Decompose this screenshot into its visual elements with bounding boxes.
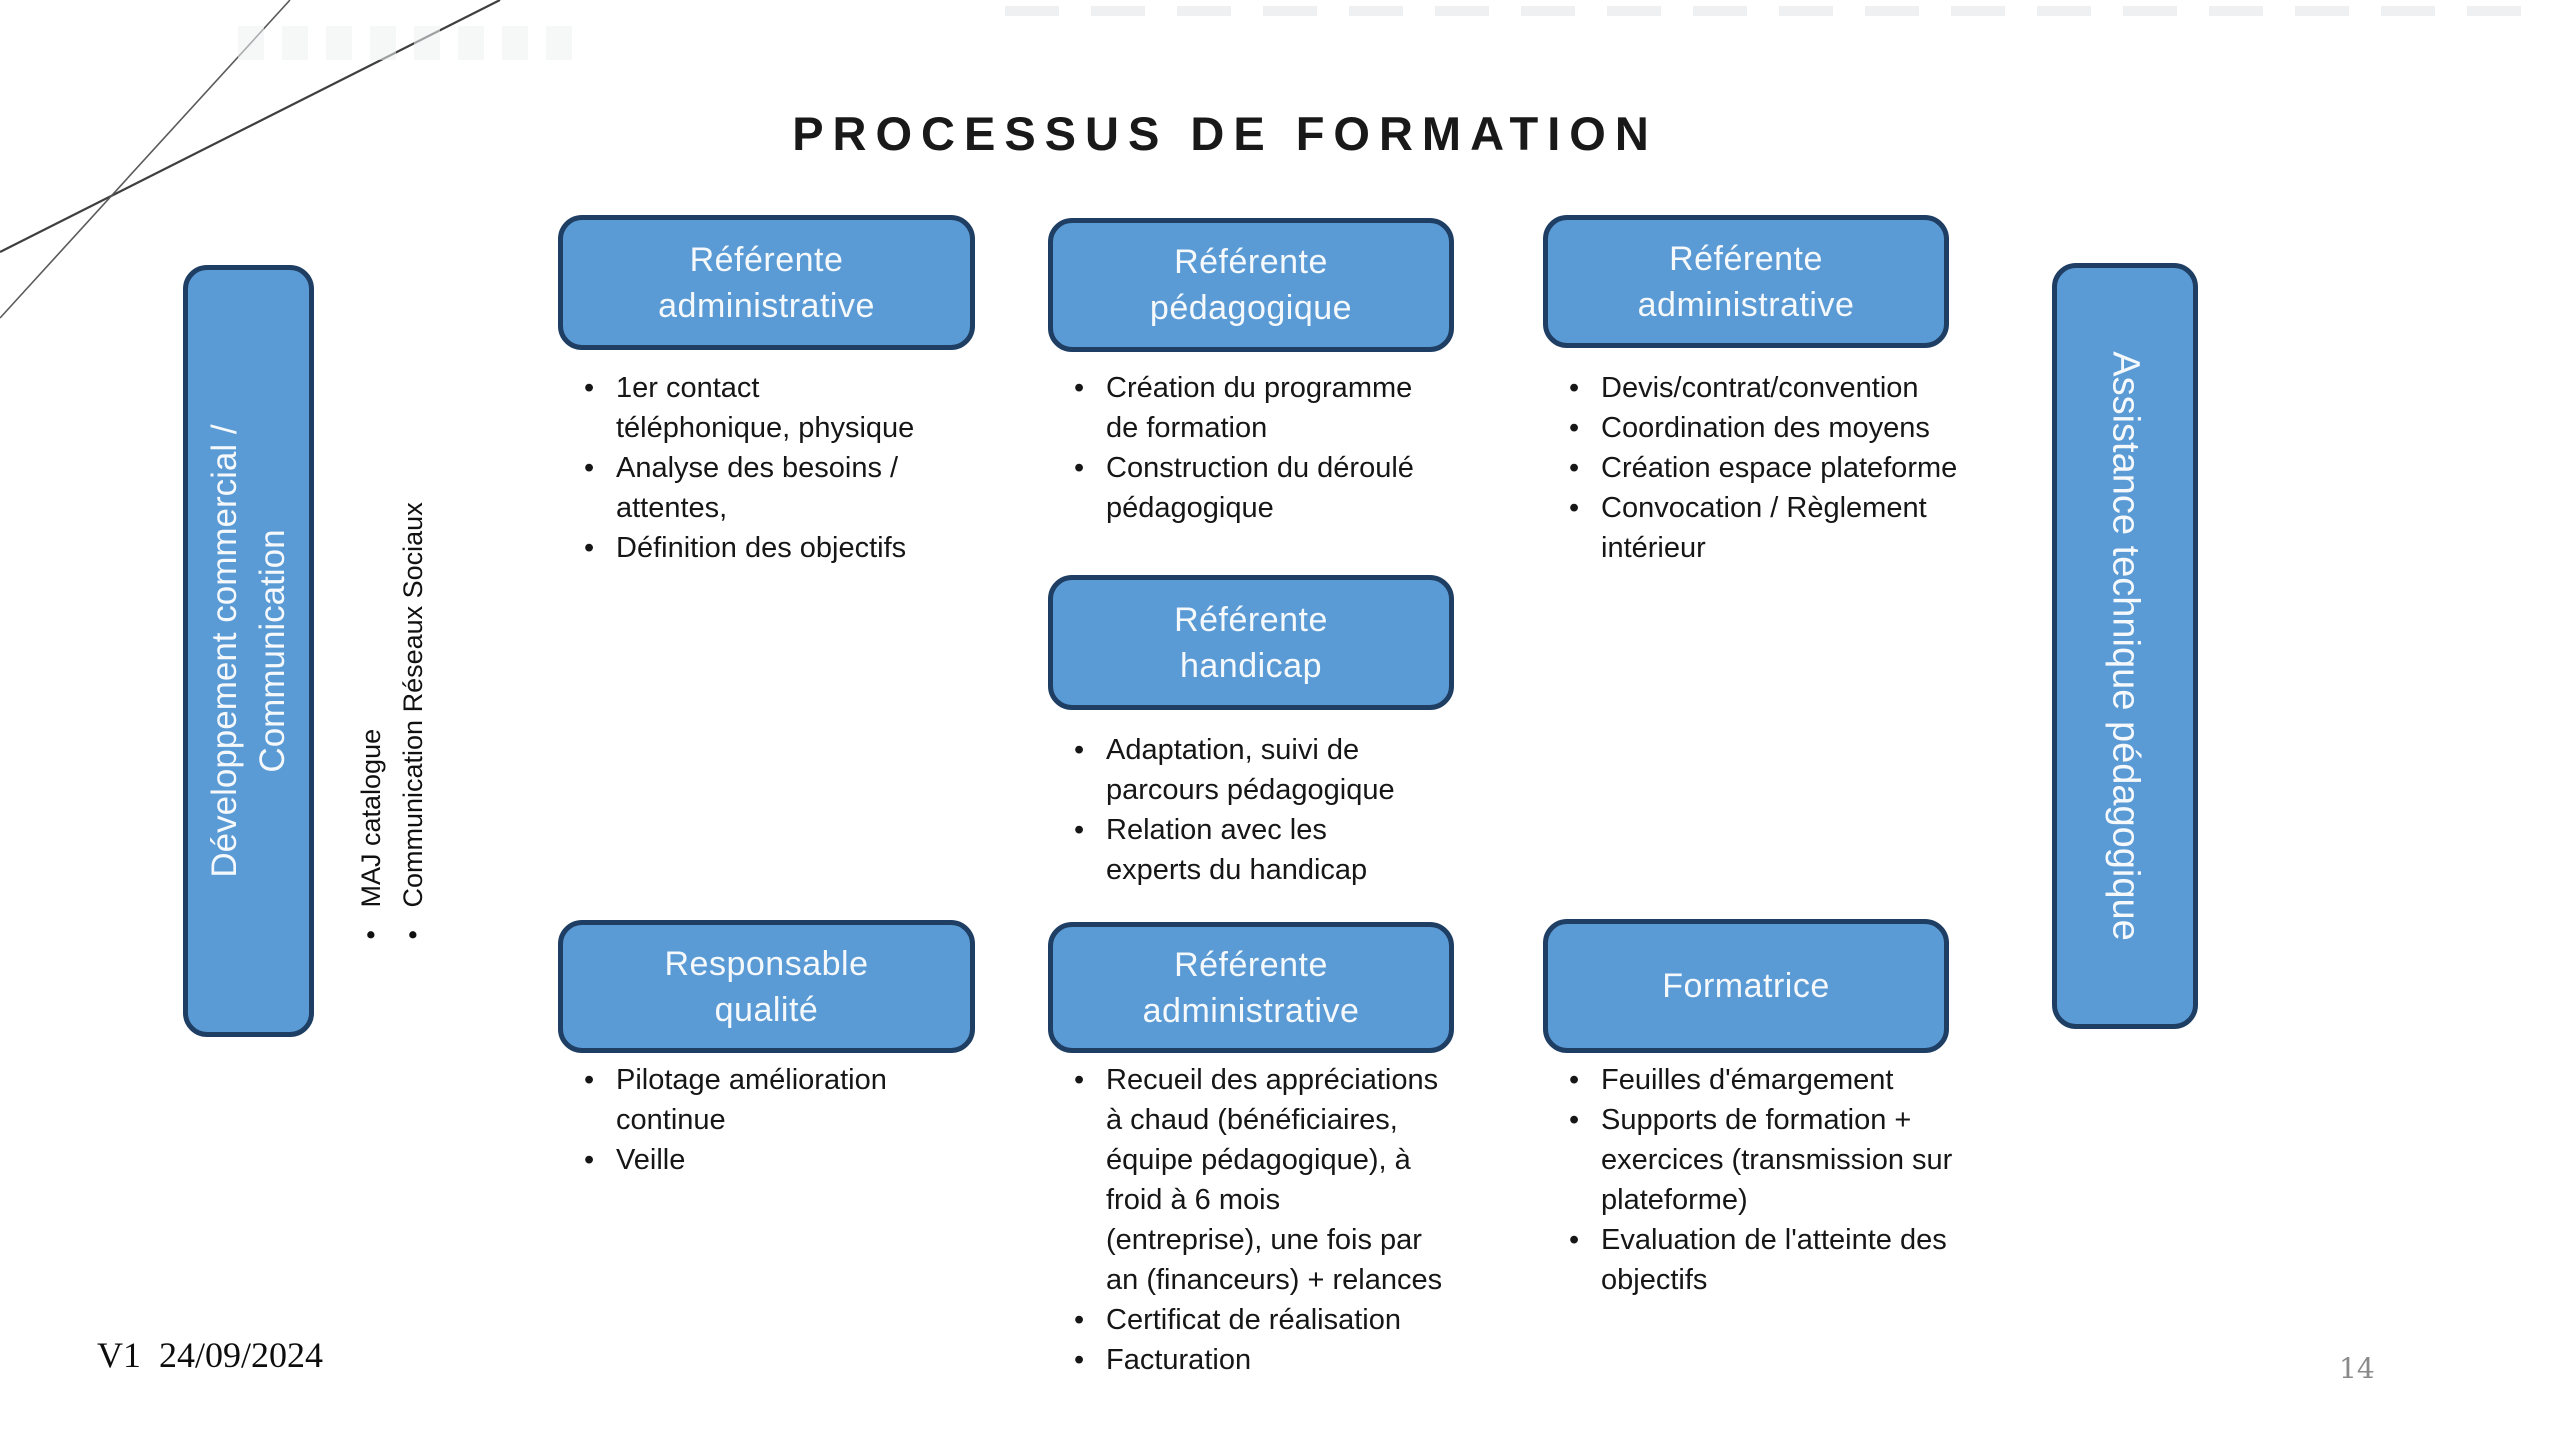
bullet-item: Devis/contrat/convention bbox=[1555, 368, 1995, 408]
bullet-item: Pilotage amélioration continue bbox=[570, 1060, 980, 1140]
side-bullet-communication-reseaux: Communication Réseaux Sociaux bbox=[392, 440, 434, 945]
bullet-item: Coordination des moyens bbox=[1555, 408, 1995, 448]
title-line: Formatrice bbox=[1662, 967, 1830, 1005]
bullet-item: Convocation / Règlement intérieur bbox=[1555, 488, 1995, 568]
bullet-item: Création espace plateforme bbox=[1555, 448, 1995, 488]
title-line: qualité bbox=[714, 990, 819, 1029]
bullet-item: Evaluation de l'atteinte des objectifs bbox=[1555, 1220, 2005, 1300]
version-date-label: V1 24/09/2024 bbox=[97, 1335, 324, 1375]
bullet-item: Recueil des appréciations à chaud (bénéf… bbox=[1060, 1060, 1490, 1300]
title-line: Référente bbox=[1174, 600, 1328, 639]
title-line: administrative bbox=[658, 286, 875, 325]
left-rail-title-line2: Communication bbox=[252, 529, 292, 773]
bullet-item: Construction du déroulé pédagogique bbox=[1060, 448, 1480, 528]
bullet-item: Adaptation, suivi de parcours pédagogiqu… bbox=[1060, 730, 1480, 810]
title-line: administrative bbox=[1637, 285, 1855, 324]
left-rail-title-line1: Développement commercial / bbox=[204, 424, 244, 878]
bullet-list-referente-administrative-2: Devis/contrat/convention Coordination de… bbox=[1555, 368, 1995, 568]
bullet-item: Relation avec les experts du handicap bbox=[1060, 810, 1480, 890]
page-number: 14 bbox=[2339, 1352, 2375, 1385]
bullet-item: Définition des objectifs bbox=[570, 528, 980, 568]
title-line: Responsable bbox=[664, 944, 869, 983]
role-box-title: Référente administrative bbox=[1143, 942, 1360, 1034]
role-box-responsable-qualite: Responsable qualité bbox=[558, 920, 975, 1053]
role-box-formatrice: Formatrice bbox=[1543, 919, 1949, 1053]
title-line: pédagogique bbox=[1149, 289, 1353, 327]
bullet-list-responsable-qualite: Pilotage amélioration continue Veille bbox=[570, 1060, 980, 1180]
bullet-item: Analyse des besoins / attentes, bbox=[570, 448, 980, 528]
bullet-list-referente-administrative-3: Recueil des appréciations à chaud (bénéf… bbox=[1060, 1060, 1490, 1380]
title-line: administrative bbox=[1142, 991, 1360, 1030]
title-line: Référente bbox=[1669, 239, 1823, 278]
scan-artifact-smudge bbox=[238, 26, 588, 60]
role-box-referente-pedagogique: Référente pédagogique bbox=[1048, 218, 1454, 352]
role-box-title: Référente administrative bbox=[1638, 236, 1855, 328]
left-rail-box-developpement-commercial: Développement commercial / Communication bbox=[183, 265, 314, 1037]
bullet-list-formatrice: Feuilles d'émargement Supports de format… bbox=[1555, 1060, 2005, 1300]
bullet-list-referente-handicap: Adaptation, suivi de parcours pédagogiqu… bbox=[1060, 730, 1480, 890]
title-line: handicap bbox=[1179, 646, 1322, 685]
bullet-list-referente-administrative-1: 1er contact téléphonique, physique Analy… bbox=[570, 368, 980, 568]
bullet-item: 1er contact téléphonique, physique bbox=[570, 368, 980, 448]
title-line: Référente bbox=[1174, 243, 1328, 281]
side-bullet-maj-catalogue: MAJ catalogue bbox=[350, 440, 392, 945]
scan-artifact-top-strip bbox=[1005, 6, 2553, 16]
bullet-item: Certificat de réalisation bbox=[1060, 1300, 1490, 1340]
bullet-item: Supports de formation + exercices (trans… bbox=[1555, 1100, 2005, 1220]
title-line: Référente bbox=[689, 240, 844, 279]
role-box-referente-handicap: Référente handicap bbox=[1048, 575, 1454, 710]
bullet-item: Feuilles d'émargement bbox=[1555, 1060, 2005, 1100]
role-box-title: Formatrice bbox=[1662, 963, 1829, 1009]
bullet-item: Veille bbox=[570, 1140, 980, 1180]
bullet-list-referente-pedagogique: Création du programme de formation Const… bbox=[1060, 368, 1480, 528]
bullet-item: Facturation bbox=[1060, 1340, 1490, 1380]
right-rail-title: Assistance technique pédagogique bbox=[2104, 351, 2147, 941]
left-rail-title: Développement commercial / Communication bbox=[201, 424, 297, 877]
role-box-referente-administrative-1: Référente administrative bbox=[558, 215, 975, 350]
role-box-title: Référente administrative bbox=[658, 237, 875, 329]
role-box-title: Référente handicap bbox=[1174, 597, 1328, 689]
role-box-referente-administrative-2: Référente administrative bbox=[1543, 215, 1949, 348]
role-box-referente-administrative-3: Référente administrative bbox=[1048, 922, 1454, 1053]
role-box-title: Référente pédagogique bbox=[1150, 239, 1352, 331]
title-line: Référente bbox=[1174, 945, 1328, 984]
left-rail-side-list: MAJ catalogue Communication Réseaux Soci… bbox=[346, 440, 438, 945]
right-rail-box-assistance-technique: Assistance technique pédagogique bbox=[2052, 263, 2198, 1029]
role-box-title: Responsable qualité bbox=[665, 941, 869, 1033]
slide-title: PROCESSUS DE FORMATION bbox=[792, 107, 1658, 160]
bullet-item: Création du programme de formation bbox=[1060, 368, 1480, 448]
